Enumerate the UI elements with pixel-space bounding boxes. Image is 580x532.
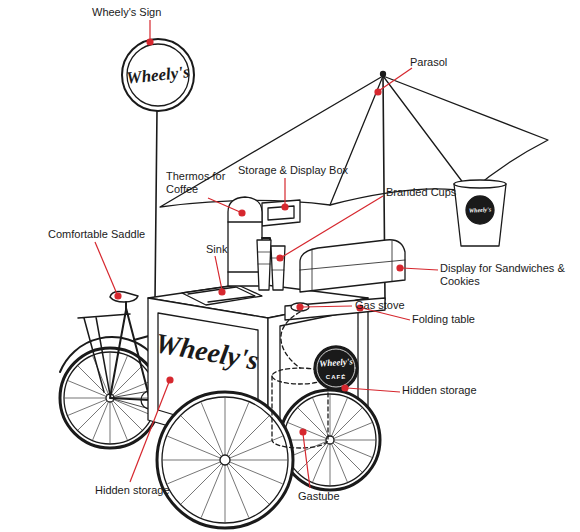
- leader-lines: [95, 20, 438, 488]
- front-wheel-spokes: [163, 398, 287, 522]
- display-case: [300, 240, 405, 292]
- side-wheel-spokes: [285, 395, 375, 485]
- leader-line: [380, 68, 412, 90]
- sink-inner: [188, 287, 255, 302]
- leader-dot: [342, 385, 348, 391]
- leader-dot: [375, 89, 381, 95]
- part-label: Folding table: [412, 313, 475, 326]
- leader-line: [402, 268, 438, 270]
- leader-dot: [297, 304, 303, 310]
- logo-text: Wheely's: [153, 329, 260, 375]
- rear-wheel-tire: [60, 348, 160, 448]
- leader-line: [130, 382, 169, 482]
- sign-disc: [122, 39, 194, 111]
- seat-post: [125, 302, 127, 310]
- leader-dot: [147, 39, 153, 45]
- leader-line: [302, 306, 352, 307]
- leader-dot: [219, 289, 225, 295]
- rear-wheel-rim: [64, 352, 156, 444]
- cup-stack: [257, 240, 285, 290]
- leader-dot: [300, 429, 306, 435]
- part-label: Storage & Display Box: [238, 164, 348, 177]
- part-label: Display for Sandwiches & Cookies: [440, 262, 568, 288]
- side-wheel-rim: [284, 394, 376, 486]
- leader-dot: [167, 377, 173, 383]
- display-case-edges: [300, 241, 405, 290]
- sign-pole: [155, 110, 157, 300]
- part-label: Hidden storage: [402, 384, 477, 397]
- gas-hose: [281, 312, 300, 368]
- cafe-badge-ring: [317, 349, 355, 387]
- parasol-knob: [381, 72, 386, 77]
- cup-logo-disc: [466, 196, 494, 224]
- parasol-rib: [330, 76, 470, 205]
- leader-dot: [282, 204, 288, 210]
- part-label: Comfortable Saddle: [48, 228, 145, 241]
- gas-tank-body: [272, 376, 328, 448]
- part-label: Thermos for Coffee: [166, 170, 228, 196]
- storage-box-window: [268, 206, 294, 220]
- leader-line: [282, 196, 383, 257]
- leader-line: [95, 242, 117, 294]
- part-label: Gastube: [298, 490, 340, 503]
- leader-dot: [239, 210, 245, 216]
- logo-text: CAFÉ: [326, 374, 346, 380]
- leader-line: [284, 178, 285, 205]
- side-wheel-tire: [280, 390, 380, 490]
- leader-dot: [115, 293, 121, 299]
- front-hub: [220, 455, 230, 465]
- leader-line: [303, 434, 310, 488]
- leader-line: [347, 388, 400, 392]
- storage-box: [262, 200, 300, 226]
- part-label: Parasol: [410, 56, 447, 69]
- front-wheel-rim: [162, 397, 288, 523]
- logo-text: Wheely's: [469, 206, 492, 214]
- cup-rim: [454, 180, 506, 188]
- leader-dot: [277, 255, 283, 261]
- part-label: Wheely's Sign: [92, 6, 161, 19]
- part-label: Hidden storage: [95, 484, 170, 497]
- logo-text: Wheely's: [319, 357, 353, 368]
- leader-dot: [397, 265, 403, 271]
- rear-rack: [78, 314, 130, 395]
- part-label: Gas stove: [355, 299, 405, 312]
- leader-line: [208, 198, 240, 212]
- cup-rims: [258, 252, 284, 270]
- part-label: Sink: [206, 243, 227, 256]
- leader-line: [149, 20, 150, 40]
- branded-cup: [454, 184, 506, 246]
- logo-text: Wheely's: [126, 63, 191, 87]
- part-label: Branded Cups: [386, 186, 456, 199]
- chain: [110, 391, 150, 409]
- saddle: [110, 292, 138, 302]
- cafe-badge: [314, 346, 358, 390]
- leader-line: [215, 256, 222, 290]
- parasol-canopy: [160, 76, 548, 207]
